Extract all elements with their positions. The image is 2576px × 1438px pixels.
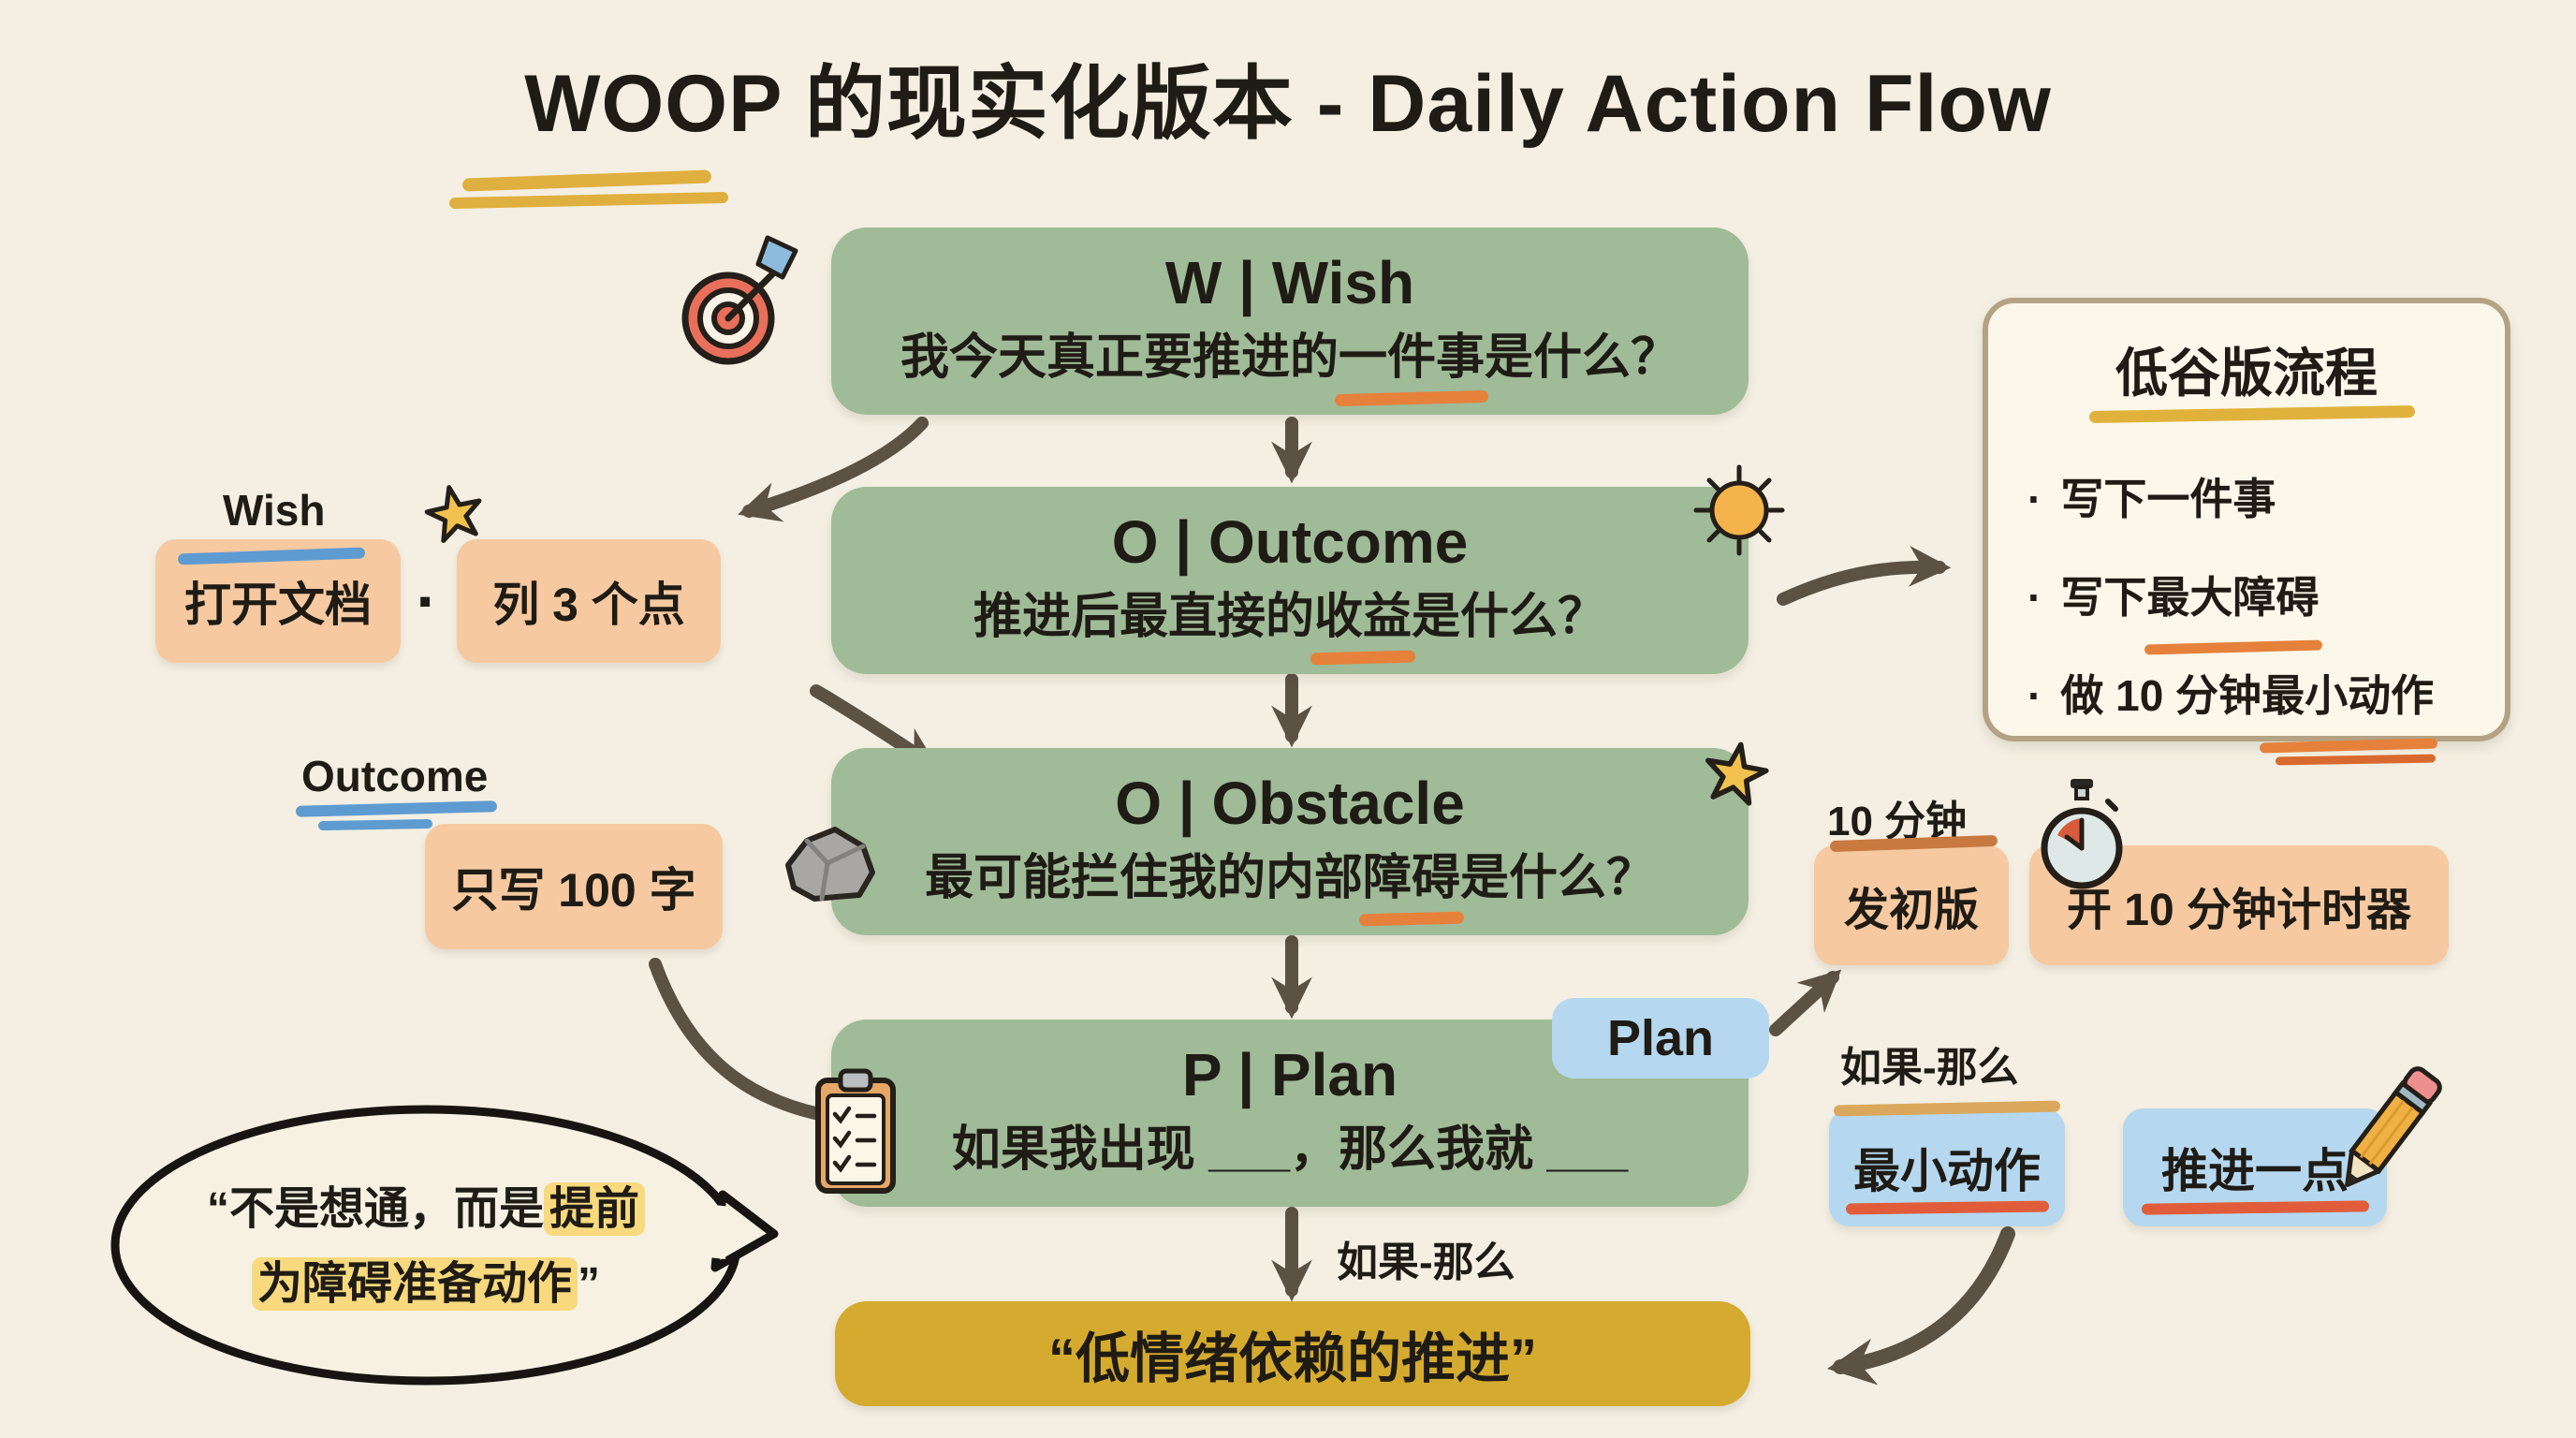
rock-icon xyxy=(785,827,875,902)
bubble-line2-post: ” xyxy=(578,1259,600,1309)
panel-bullet: 做 10 分钟最小动作 xyxy=(2027,647,2505,745)
low-mood-panel: 低谷版流程 写下一件事 写下最大障碍 做 10 分钟最小动作 xyxy=(1983,298,2510,741)
sun-icon xyxy=(1693,464,1785,556)
bubble-line2-highlight: 为障碍准备动作 xyxy=(251,1257,578,1311)
outcome-heading: O | Outcome xyxy=(1111,508,1469,576)
wish-question-post: 是什么？ xyxy=(1485,330,1680,385)
bullet-text: 写下一件事 xyxy=(2060,475,2276,523)
stopwatch-icon xyxy=(2041,779,2123,889)
pencil-icon xyxy=(2345,1066,2442,1188)
action-chip-start-timer: 开 10 分钟计时器 xyxy=(2029,845,2449,965)
bullet-text: 做 10 分钟 xyxy=(2060,671,2262,720)
action-chip-open-doc: 打开文档 xyxy=(155,539,401,663)
wish-question-pre: 我今天真正要推进的 xyxy=(900,330,1339,385)
flow-box-wish: W | Wish 我今天真正要推进的一件事是什么？ xyxy=(831,227,1749,415)
panel-bullet: 写下最大障碍 xyxy=(2027,549,2505,647)
flow-box-outcome: O | Outcome 推进后最直接的收益是什么？ xyxy=(831,487,1749,674)
wish-heading: W | Wish xyxy=(1164,249,1415,316)
obstacle-question-highlight: 障碍 xyxy=(1363,841,1460,916)
panel-bullet-list: 写下一件事 写下最大障碍 做 10 分钟最小动作 xyxy=(2027,450,2505,745)
panel-title-underline xyxy=(2088,404,2416,424)
panel-bullet: 写下一件事 xyxy=(2027,450,2505,549)
star-icon xyxy=(1705,741,1769,806)
obstacle-question: 最可能拦住我的内部障碍是什么？ xyxy=(925,841,1655,916)
arrow-wish-to-actions xyxy=(738,417,929,522)
bullet-text: 写下 xyxy=(2060,573,2147,622)
outcome-question-pre: 推进后最直接的 xyxy=(973,590,1314,644)
outcome-question-highlight: 收益 xyxy=(1314,580,1412,654)
action-chip-min-action: 最小动作 xyxy=(1829,1108,2065,1226)
page-title: WOOP 的现实化版本 - Daily Action Flow xyxy=(524,59,2052,149)
plan-question: 如果我出现 ___，那么我就 ___ xyxy=(951,1123,1629,1177)
action-chip-list-points: 列 3 个点 xyxy=(457,539,721,663)
chip-separator-dot: · xyxy=(416,565,438,638)
plan-tag: Plan xyxy=(1552,998,1769,1078)
bubble-line-1: “不是想通，而是提前 xyxy=(145,1172,707,1247)
wish-question: 我今天真正要推进的一件事是什么？ xyxy=(900,320,1679,395)
wish-label: Wish xyxy=(223,486,326,535)
flow-box-plan: P | Plan 如果我出现 ___，那么我就 ___ xyxy=(831,1020,1749,1207)
flow-box-obstacle: O | Obstacle 最可能拦住我的内部障碍是什么？ xyxy=(831,748,1749,935)
target-icon xyxy=(681,235,798,365)
if-then-label-right: 如果-那么 xyxy=(1840,1045,2019,1091)
wish-question-highlight: 一件事 xyxy=(1339,320,1485,395)
result-box: “低情绪依赖的推进” xyxy=(835,1301,1750,1406)
star-icon xyxy=(424,485,482,543)
arrow-minaction-to-result xyxy=(1827,1226,2015,1386)
plan-heading: P | Plan xyxy=(1181,1041,1398,1108)
if-then-label-arrow: 如果-那么 xyxy=(1337,1240,1515,1285)
arrow-outcome-to-panel xyxy=(1777,546,1952,606)
speech-bubble xyxy=(110,1105,779,1386)
action-chip-push-a-bit: 推进一点 xyxy=(2123,1108,2387,1226)
obstacle-heading: O | Obstacle xyxy=(1115,770,1465,837)
action-chip-write-100: 只写 100 字 xyxy=(425,824,723,949)
outcome-question-post: 是什么？ xyxy=(1412,590,1607,644)
bullet-highlight: 最大障碍 xyxy=(2146,549,2319,647)
speech-bubble-text: “不是想通，而是提前 为障碍准备动作” xyxy=(145,1172,707,1322)
panel-title: 低谷版流程 xyxy=(2115,344,2378,403)
action-chip-send-draft: 发初版 xyxy=(1814,845,2009,965)
outcome-question: 推进后最直接的收益是什么？ xyxy=(973,580,1606,654)
outcome-label: Outcome xyxy=(301,752,489,800)
arrow-plantag-to-draft xyxy=(1769,969,1842,1036)
obstacle-question-pre: 最可能拦住我的内部 xyxy=(924,851,1363,905)
bubble-line1-pre: “不是想通，而是 xyxy=(206,1184,544,1234)
bubble-line1-highlight: 提前 xyxy=(544,1182,646,1236)
bubble-line-2: 为障碍准备动作” xyxy=(145,1247,707,1322)
obstacle-question-post: 是什么？ xyxy=(1460,851,1656,905)
clipboard-icon xyxy=(815,1068,896,1194)
bullet-highlight: 最小动作 xyxy=(2261,647,2434,745)
